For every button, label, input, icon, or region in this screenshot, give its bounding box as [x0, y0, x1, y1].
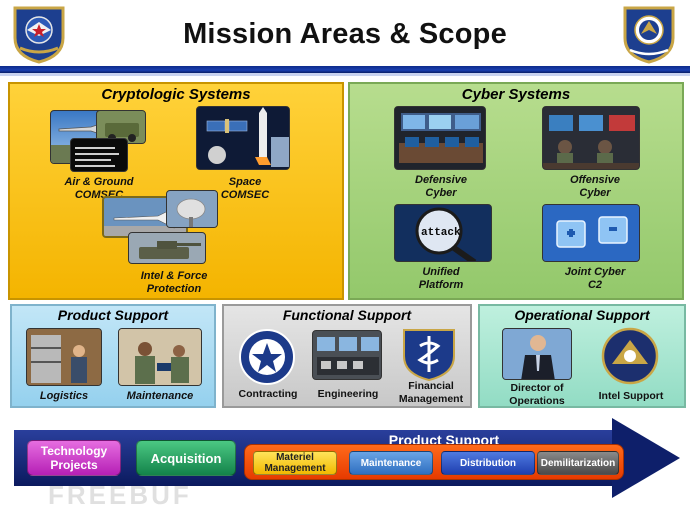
operational-support-panel: Operational Support Director of Operatio… [478, 304, 686, 408]
maintenance-label: Maintenance [126, 390, 194, 402]
director-of-operations-image [502, 328, 572, 380]
armored-vehicle-image [128, 232, 206, 264]
text-panel-icon [75, 147, 119, 167]
engineering-lab-icon [313, 331, 381, 379]
technology-projects-label: Technology Projects [40, 444, 108, 472]
contracting-seal-icon [239, 329, 295, 385]
watermark: FREEBUF [48, 480, 192, 510]
intel-support-emblem-icon [601, 327, 659, 385]
operations-center-icon [395, 107, 485, 169]
acquisition-label: Acquisition [150, 450, 222, 466]
unified-platform-label: Unified Platform [418, 266, 464, 291]
radar-dish-image [166, 190, 218, 228]
satellite-rocket-icon [197, 107, 289, 169]
cyber-operators-icon [543, 107, 639, 169]
attack-text: attack [421, 227, 461, 239]
offensive-cyber-label: Offensive Cyber [570, 174, 620, 199]
demilitarization-button[interactable]: Demilitarization [537, 451, 619, 475]
distribution-label: Distribution [459, 457, 517, 469]
product-support-bar: Materiel Management Maintenance Distribu… [244, 444, 624, 480]
af-intelligence-agency-seal-icon [13, 6, 65, 64]
lifecycle-arrow: Technology Projects Acquisition Product … [14, 418, 682, 502]
materiel-management-button[interactable]: Materiel Management [253, 451, 337, 475]
space-comsec-image [196, 106, 290, 170]
tank-icon [129, 233, 205, 263]
financial-management-shield-icon [403, 329, 455, 382]
space-comsec-label: Space COMSEC [220, 176, 270, 201]
maintenance-image [118, 328, 202, 386]
contracting-label: Contracting [238, 388, 298, 400]
slide-header: Mission Areas & Scope [0, 0, 690, 76]
demilitarization-label: Demilitarization [540, 457, 616, 469]
operational-support-title: Operational Support [514, 307, 650, 323]
logistics-label: Logistics [39, 390, 89, 402]
acquisition-button[interactable]: Acquisition [136, 440, 236, 476]
comsec-text-image [70, 138, 128, 172]
functional-support-panel: Functional Support Contracting Engineeri… [222, 304, 472, 408]
intel-support-label: Intel Support [598, 390, 664, 402]
puzzle-pieces-icon [543, 205, 639, 261]
unified-platform-image: attack [394, 204, 492, 262]
maintenance-workers-icon [119, 329, 201, 385]
intel-force-protection-label: Intel & Force Protection [140, 270, 208, 295]
page-title: Mission Areas & Scope [183, 18, 507, 50]
distribution-button[interactable]: Distribution [441, 451, 535, 475]
air-force-lcmc-seal-icon [623, 6, 675, 64]
logistics-image [26, 328, 102, 386]
defensive-cyber-image [394, 106, 486, 170]
joint-cyber-c2-label: Joint Cyber C2 [564, 266, 626, 291]
director-of-operations-label: Director of Operations [509, 382, 565, 407]
cryptologic-systems-panel: Cryptologic Systems Air & Ground COMSEC [8, 82, 344, 300]
joint-cyber-c2-image [542, 204, 640, 262]
humvee-icon [97, 111, 145, 143]
defensive-cyber-label: Defensive Cyber [415, 174, 467, 199]
engineering-label: Engineering [317, 388, 379, 400]
cyber-systems-title: Cyber Systems [461, 86, 571, 103]
product-support-panel: Product Support Logistics Maintenance [10, 304, 216, 408]
magnifier-attack-icon: attack [395, 205, 491, 261]
product-support-title: Product Support [57, 307, 169, 323]
materiel-management-label: Materiel Management [264, 452, 326, 474]
businessman-icon [503, 329, 571, 379]
cyber-systems-panel: Cyber Systems Defensive Cyber Offensive … [348, 82, 684, 300]
warehouse-shelves-icon [27, 329, 101, 385]
financial-management-label: Financial Management [398, 380, 464, 405]
radar-dish-icon [167, 191, 217, 227]
header-divider [0, 66, 690, 73]
offensive-cyber-image [542, 106, 640, 170]
technology-projects-button[interactable]: Technology Projects [27, 440, 121, 476]
maintenance-stage-label: Maintenance [360, 457, 422, 469]
engineering-image [312, 330, 382, 380]
header-divider-accent [0, 73, 690, 76]
functional-support-title: Functional Support [282, 307, 412, 323]
cryptologic-systems-title: Cryptologic Systems [101, 86, 251, 103]
maintenance-stage-button[interactable]: Maintenance [349, 451, 433, 475]
